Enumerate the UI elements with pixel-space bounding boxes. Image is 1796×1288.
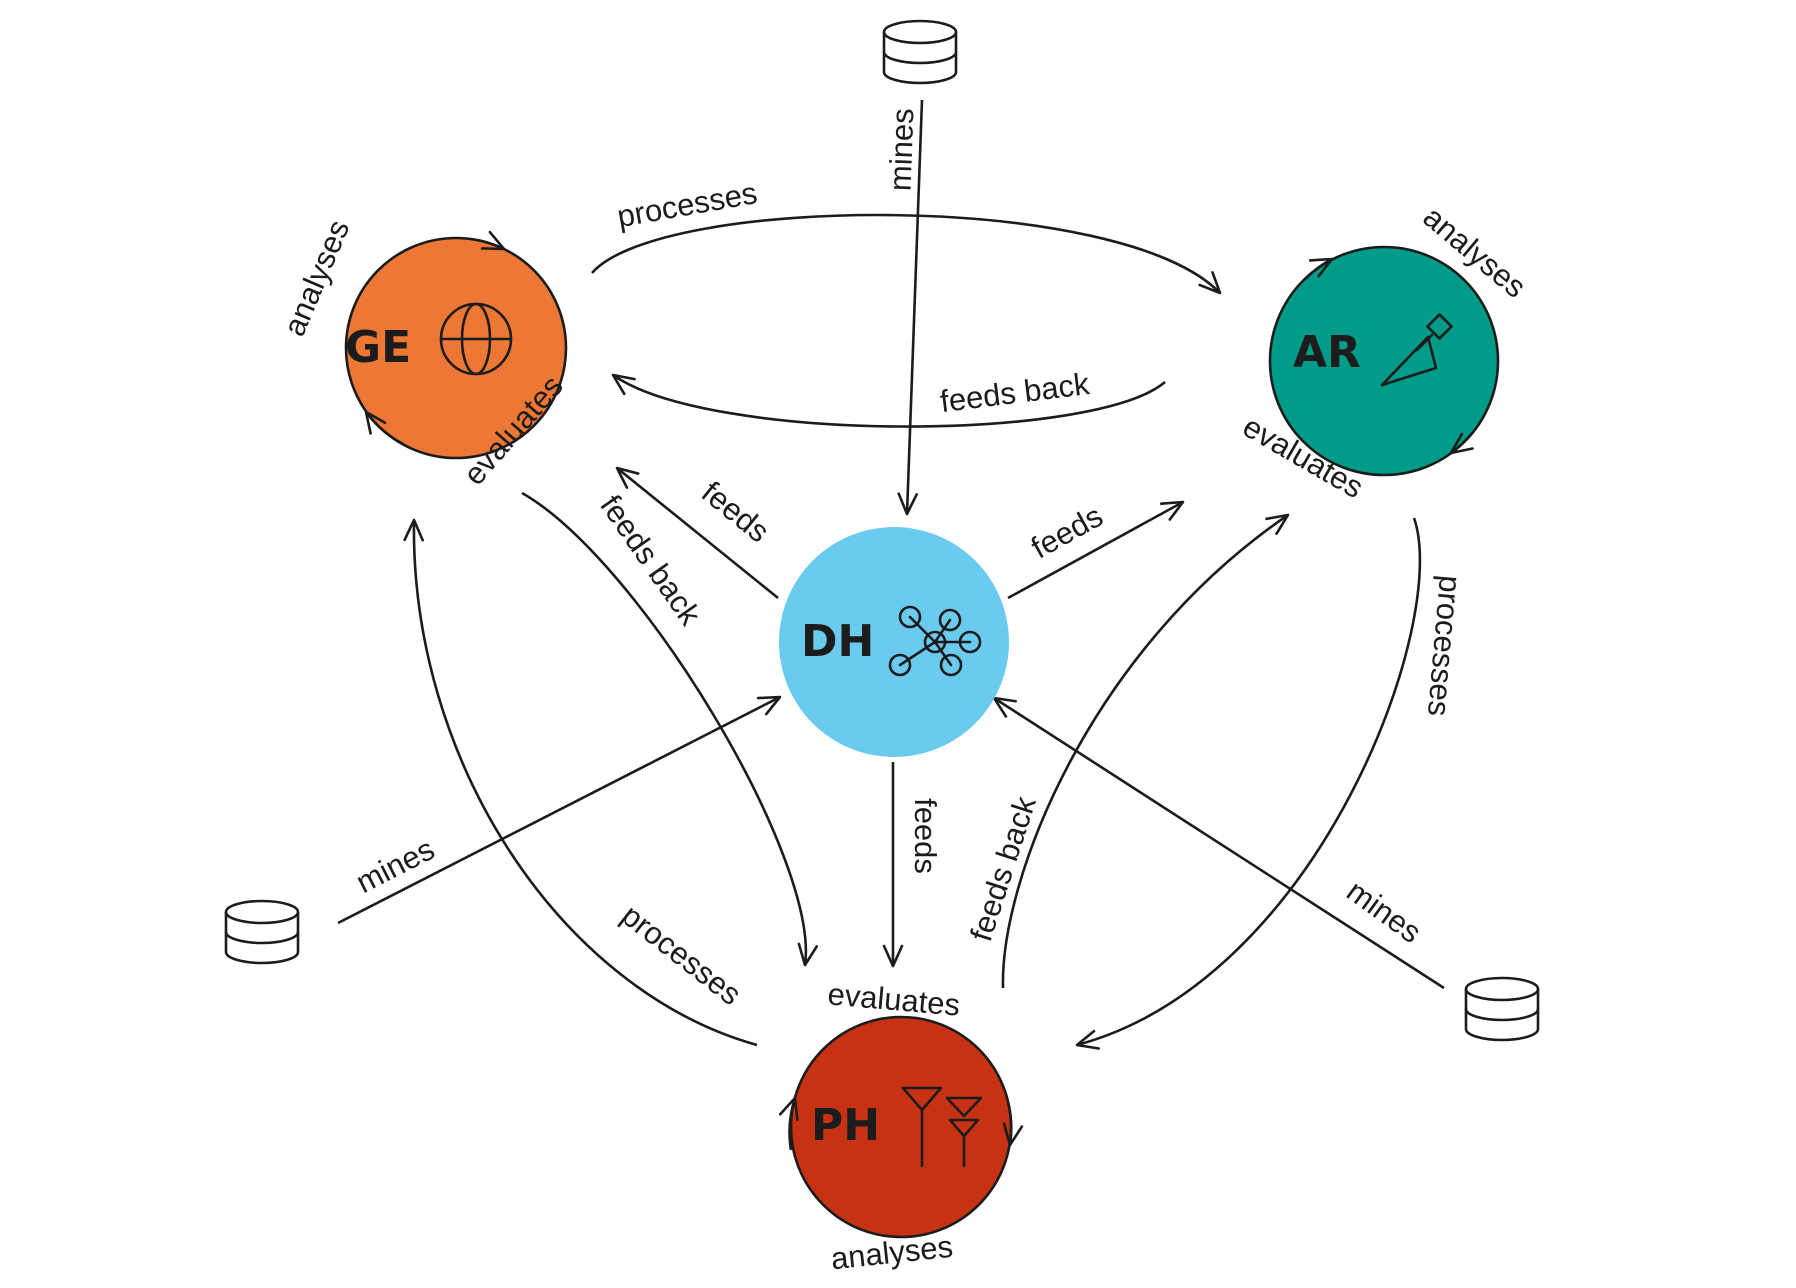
node-ph: PH evaluates analyses [778,976,1024,1277]
label-db-top-to-dh: mines [883,108,921,192]
label-ph-to-ar: feeds back [963,792,1043,946]
label-ge-to-ph: feeds back [593,489,708,632]
edge-ge-to-ph [521,491,818,967]
loop-label-ph-evaluates: evaluates [826,976,961,1022]
node-label-ge: GE [345,322,411,373]
edge-ph-to-ar [1001,513,1290,989]
globe-icon [439,302,513,376]
node-dh: DH [779,527,1009,757]
trowel-icon [1380,313,1453,387]
database-icon-left [224,899,300,965]
cuneiform-icon [901,1086,983,1168]
edge-db-top-to-dh [897,99,924,516]
network-icon [888,605,982,677]
node-label-ar: AR [1293,327,1361,378]
edge-ge-to-ar [591,213,1222,295]
edge-ar-to-ph [1075,517,1422,1050]
edge-ph-to-ge [403,518,758,1047]
loop-label-ph-analyses: analyses [829,1229,954,1277]
edge-dh-to-ar [1007,500,1185,600]
node-label-dh: DH [801,616,874,667]
node-label-ph: PH [811,1100,880,1151]
edge-dh-to-ge [615,466,779,600]
node-ar: AR analyses evaluates [1237,199,1533,505]
label-dh-to-ph: feeds [908,798,943,874]
label-ar-to-ge: feeds back [938,366,1092,419]
edge-db-left-to-dh [337,695,782,925]
database-icon-top [882,19,958,85]
label-db-right-to-dh: mines [1340,873,1427,950]
label-db-left-to-dh: mines [350,831,440,900]
label-dh-to-ar: feeds [1025,498,1108,565]
label-ge-to-ar: processes [615,175,760,234]
database-icon-right [1464,976,1540,1042]
label-ar-to-ph: processes [1421,574,1468,718]
edge-ar-to-ge [611,373,1166,428]
label-dh-to-ge: feeds [695,474,776,549]
edge-db-right-to-dh [992,696,1445,990]
node-ge: GE analyses evaluates [276,215,569,492]
label-ph-to-ge: processes [615,897,748,1012]
